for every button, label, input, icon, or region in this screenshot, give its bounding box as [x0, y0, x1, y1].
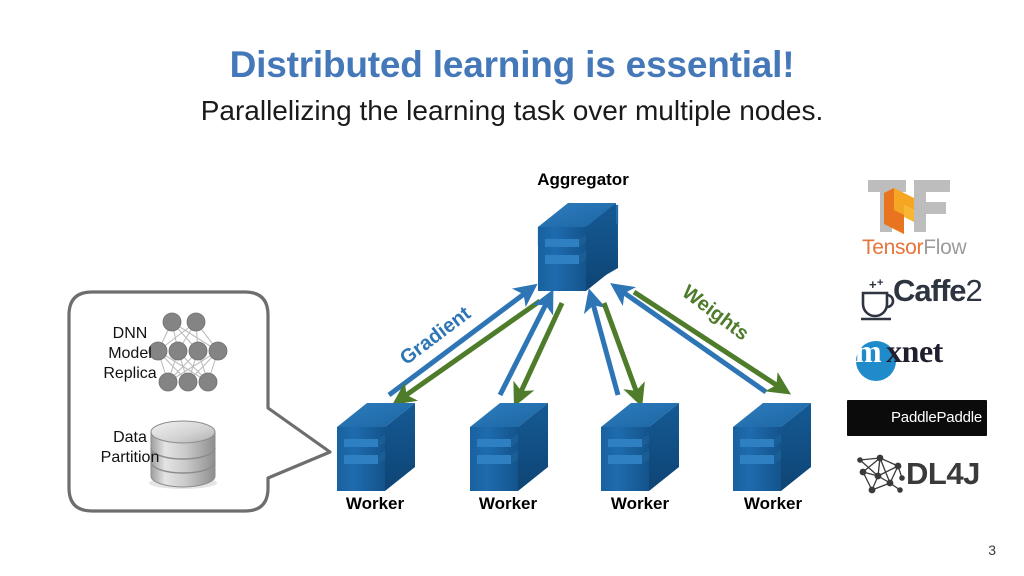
gradient-arrow-3 — [583, 288, 621, 396]
weights-arrow-1 — [392, 298, 542, 405]
page-number: 3 — [988, 542, 996, 558]
mxnet-word-xnet: xnet — [886, 333, 943, 369]
aggregator-node-icon-main — [538, 203, 616, 291]
gradient-arrow-4 — [610, 283, 768, 395]
page-title: Distributed learning is essential! — [229, 44, 795, 85]
worker-label-3: Worker — [610, 494, 670, 513]
caffe2-wordmark: Caffe2 — [893, 273, 983, 309]
neural-network-icon — [148, 312, 228, 392]
arrow-group-worker-4 — [610, 283, 792, 395]
data-partition-label: Data Partition — [100, 429, 160, 466]
caffe2-word-two: 2 — [965, 273, 983, 308]
gradient-arrow-1 — [387, 283, 538, 398]
mxnet-circle-m-icon — [856, 341, 896, 381]
worker-node-icon-4 — [733, 403, 811, 491]
weights-arrow-3 — [601, 302, 645, 408]
database-cylinder-icon — [149, 420, 217, 489]
gradient-arrow-2 — [497, 289, 554, 397]
arrow-group-worker-1 — [387, 283, 542, 405]
tensorflow-word-flow: Flow — [923, 236, 967, 259]
worker-label-2: Worker — [478, 494, 538, 513]
paddlepaddle-logo-box: PaddlePaddle — [847, 400, 987, 436]
tensorflow-wordmark: TensorFlow — [862, 236, 967, 260]
worker-label-1: Worker — [345, 494, 405, 513]
svg-text:+: + — [877, 277, 883, 289]
aggregator-label: Aggregator — [537, 170, 629, 189]
dl4j-wordmark: DL4J — [906, 456, 980, 491]
worker-node-icon-2 — [470, 403, 548, 491]
worker-label-4: Worker — [743, 494, 803, 513]
arrow-group-worker-3 — [583, 288, 645, 408]
caffe2-cup-icon: + + — [861, 277, 895, 321]
dl4j-graph-icon — [857, 454, 905, 494]
caffe2-word-caffe: Caffe — [893, 273, 967, 308]
paddlepaddle-wordmark: PaddlePaddle — [891, 409, 983, 426]
worker-node-icon-1 — [337, 403, 415, 491]
worker-node-icon-3 — [601, 403, 679, 491]
worker-detail-callout: DNN Model Replica Data Partition — [60, 288, 300, 510]
dnn-model-replica-label: DNN Model Replica — [103, 325, 157, 382]
weights-arrow-2 — [513, 301, 565, 407]
weights-arrow-4 — [632, 289, 792, 395]
arrow-group-worker-2 — [497, 289, 565, 407]
svg-text:+: + — [869, 277, 877, 292]
callout-bubble — [67, 290, 332, 513]
tensorflow-logo-icon — [868, 180, 950, 234]
page-subtitle: Parallelizing the learning task over mul… — [200, 95, 824, 126]
mxnet-word-m: m — [855, 333, 882, 369]
tensorflow-word-tensor: Tensor — [862, 236, 924, 259]
